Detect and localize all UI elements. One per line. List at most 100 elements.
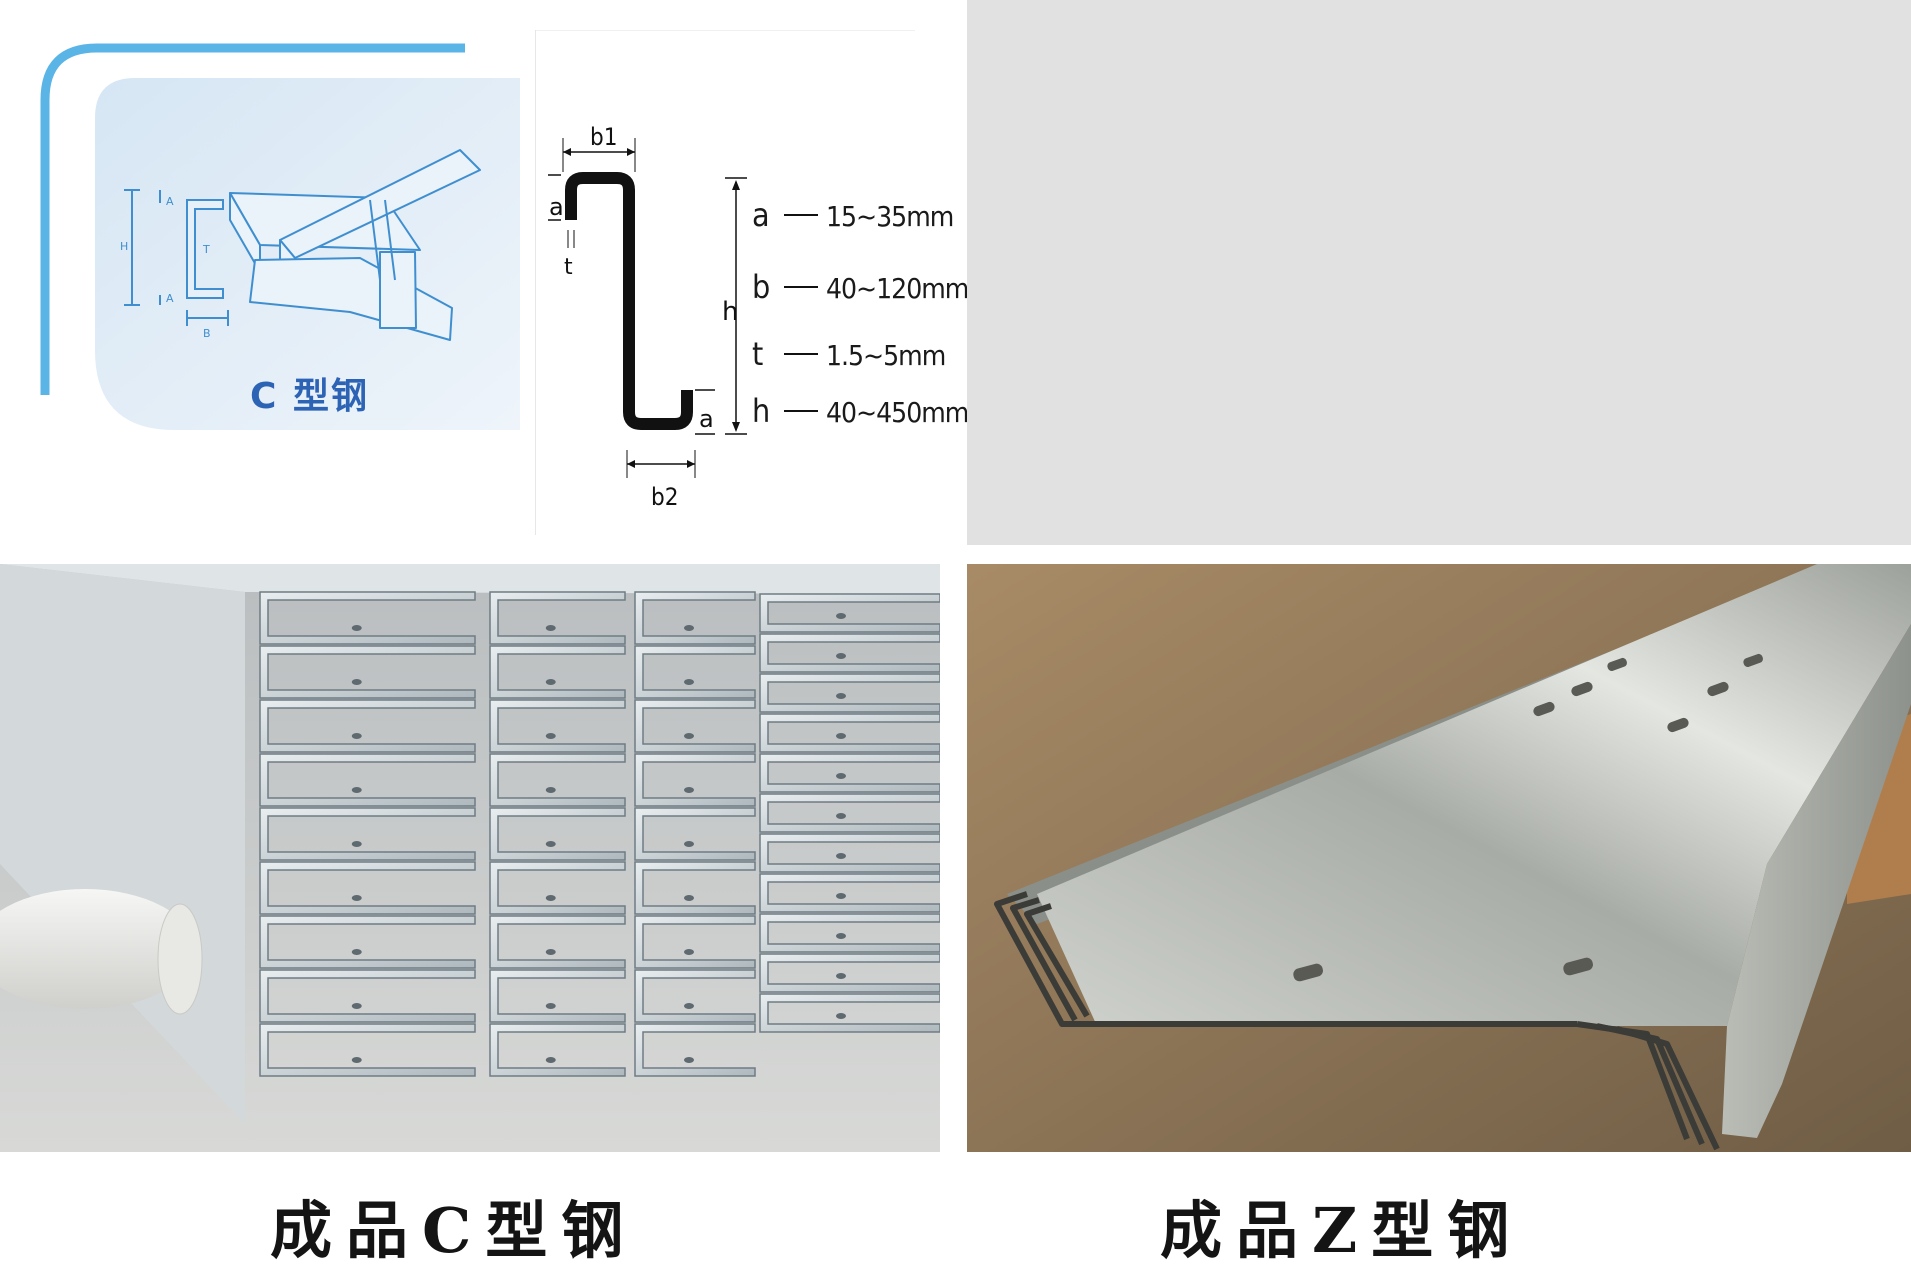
bolt-hole [684, 733, 694, 739]
c-steel-stack-illustration [0, 564, 940, 1152]
c-channel-end [634, 807, 756, 861]
spec-value: 40~120mm [826, 272, 969, 305]
bolt-hole [836, 893, 846, 899]
c-channel-end [634, 753, 756, 807]
spec-symbol: h [752, 392, 771, 430]
z-steel-spec-diagram: b1 a t a h b2 [534, 29, 925, 535]
c-channel-end [634, 1023, 756, 1077]
bolt-hole [836, 853, 846, 859]
c-channel-end [259, 915, 476, 969]
bolt-hole [836, 733, 846, 739]
c-channel-end [489, 753, 626, 807]
c-channel-end [489, 969, 626, 1023]
caption-finished-z-steel: 成品Z型钢 [1160, 1194, 1524, 1267]
dim-label-b: B [203, 327, 211, 340]
c-channel-end [259, 645, 476, 699]
c-channel-end [759, 713, 940, 753]
blank-grey-panel [967, 0, 1911, 545]
spec-row-t: t 1.5~5mm [752, 335, 946, 375]
spec-dash [784, 410, 818, 412]
spec-row-b: b 40~120mm [752, 268, 969, 308]
dim-label-t: T [202, 243, 210, 256]
finished-z-steel-photo [967, 564, 1911, 1152]
z-steel-purlin-illustration [967, 564, 1911, 1152]
bolt-hole [836, 1013, 846, 1019]
bolt-hole [351, 733, 362, 739]
bolt-hole [836, 613, 846, 619]
c-channel-end [759, 593, 940, 633]
spec-dash [784, 286, 818, 288]
c-channel-end [259, 969, 476, 1023]
spec-value: 1.5~5mm [826, 339, 946, 372]
c-channel-end [489, 807, 626, 861]
bolt-hole [351, 787, 362, 793]
bolt-hole [545, 949, 556, 955]
c-channel-end [489, 861, 626, 915]
spec-value: 15~35mm [826, 200, 954, 233]
spec-row-h: h 40~450mm [752, 392, 969, 432]
c-channel-end [634, 591, 756, 645]
label-a-bottom: a [699, 405, 714, 433]
spec-value: 40~450mm [826, 396, 969, 429]
c-steel-diagram: H A A T B [40, 43, 520, 430]
bolt-hole [684, 895, 694, 901]
bolt-hole [545, 787, 556, 793]
c-channel-end [634, 699, 756, 753]
bolt-hole [836, 653, 846, 659]
bolt-hole [351, 625, 362, 631]
label-t: t [564, 255, 573, 280]
c-channel-end [489, 645, 626, 699]
c-channel-end [259, 753, 476, 807]
bolt-hole [684, 949, 694, 955]
label-h: h [722, 297, 738, 327]
spec-dash [784, 353, 818, 355]
bolt-hole [351, 1003, 362, 1009]
accent-bracket [40, 43, 465, 395]
spec-symbol: b [752, 268, 771, 306]
c-channel-end [634, 645, 756, 699]
bolt-hole [545, 841, 556, 847]
bolt-hole [351, 949, 362, 955]
bolt-hole [684, 1003, 694, 1009]
c-channel-end [259, 861, 476, 915]
bolt-hole [684, 841, 694, 847]
bolt-hole [351, 679, 362, 685]
bolt-hole [836, 773, 846, 779]
c-steel-title: C 型钢 [250, 376, 369, 417]
c-channel-end [259, 1023, 476, 1077]
c-channel-end [759, 673, 940, 713]
bolt-hole [684, 625, 694, 631]
c-channel-end [759, 793, 940, 833]
bolt-hole [836, 933, 846, 939]
c-channel-end [489, 699, 626, 753]
c-channel-end [259, 699, 476, 753]
bolt-hole [545, 895, 556, 901]
bolt-hole [836, 813, 846, 819]
bolt-hole [545, 733, 556, 739]
spec-symbol: t [752, 335, 764, 373]
bolt-hole [836, 693, 846, 699]
dim-label-h: H [120, 240, 128, 253]
bolt-hole [545, 679, 556, 685]
c-channel-end [489, 915, 626, 969]
c-channel-end [759, 993, 940, 1033]
dim-label-a-top: A [166, 195, 174, 208]
c-channel-end [259, 591, 476, 645]
c-channel-end [759, 633, 940, 673]
bolt-hole [351, 1057, 362, 1063]
c-channel-end [759, 913, 940, 953]
c-steel-diagram-card: H A A T B C 型钢 [40, 40, 520, 435]
c-channel-end [634, 969, 756, 1023]
label-b1: b1 [590, 123, 617, 151]
c-channel-end [759, 753, 940, 793]
c-channel-end [259, 807, 476, 861]
c-channel-end [489, 591, 626, 645]
caption-finished-c-steel: 成品C型钢 [270, 1194, 638, 1267]
c-channel-end [759, 833, 940, 873]
c-channel-end [634, 861, 756, 915]
label-a-top: a [549, 193, 564, 221]
c-channel-end [489, 1023, 626, 1077]
bolt-hole [836, 973, 846, 979]
bolt-hole [545, 625, 556, 631]
